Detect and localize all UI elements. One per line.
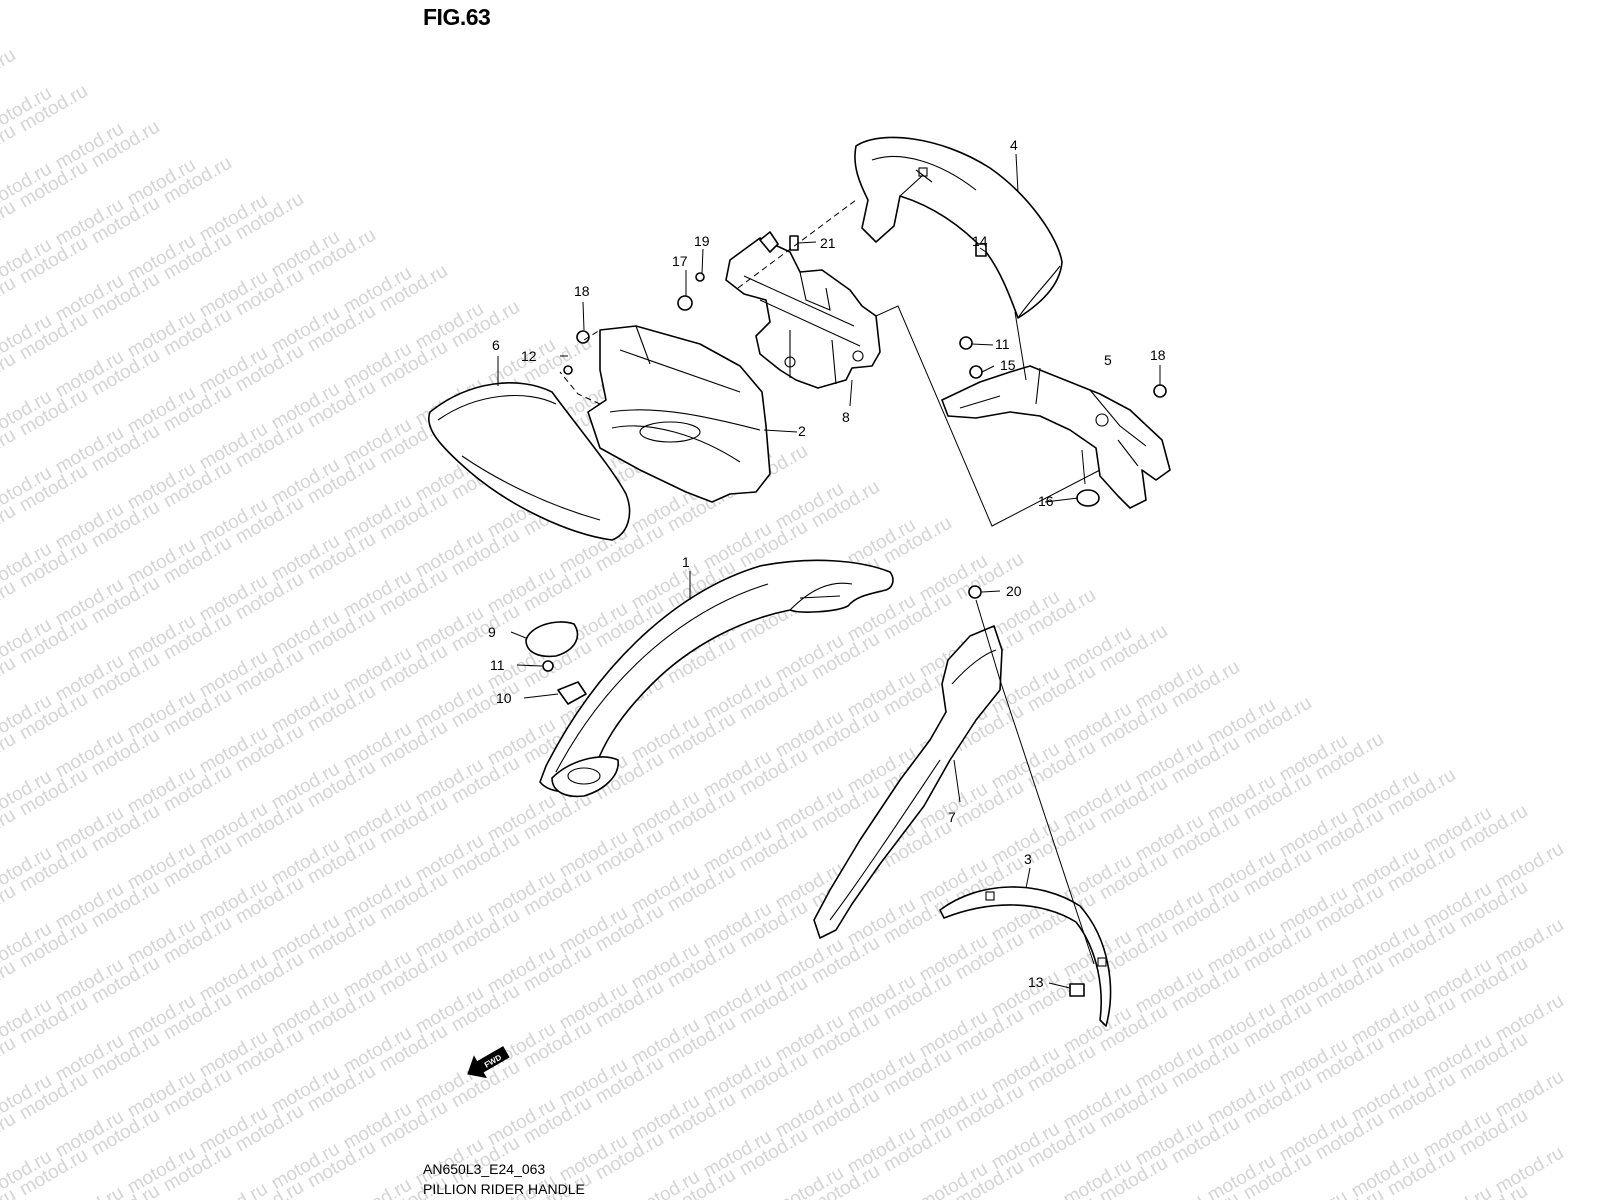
- part-15-grommet: [969, 365, 983, 379]
- callout-17: 17: [672, 253, 688, 269]
- callout-19: 19: [694, 233, 710, 249]
- part-18b-bolt: [1153, 384, 1167, 398]
- callout-14: 14: [972, 233, 988, 249]
- callout-16: 16: [1038, 493, 1054, 509]
- part-18-bolt: [576, 330, 590, 344]
- part-10-washer-plate: [557, 681, 587, 705]
- hardware-items: [525, 235, 1167, 997]
- part-2-seat-base: [587, 325, 771, 503]
- callout-21: 21: [820, 235, 836, 251]
- diagram-code: AN650L3_E24_063: [423, 1161, 546, 1177]
- part-5-side-bracket: [941, 365, 1171, 509]
- part-17-nut: [677, 295, 693, 311]
- part-20-bolt: [968, 585, 982, 599]
- part-16-cushion: [1076, 489, 1100, 507]
- diagram-caption: PILLION RIDER HANDLE: [423, 1181, 585, 1197]
- part-19-screw: [695, 272, 705, 282]
- part-6-seat-pad: [428, 382, 631, 541]
- part-21-bolt: [789, 235, 799, 251]
- callout-18-right: 18: [1150, 347, 1166, 363]
- part-3-inner-strip: [939, 886, 1112, 1027]
- callout-2: 2: [798, 423, 806, 439]
- part-8-bracket: [725, 231, 881, 389]
- callout-3: 3: [1024, 851, 1032, 867]
- callout-12: 12: [521, 348, 537, 364]
- callout-7: 7: [948, 809, 956, 825]
- callout-11-upper: 11: [995, 336, 1010, 352]
- callout-13: 13: [1028, 974, 1044, 990]
- callout-15: 15: [1000, 357, 1016, 373]
- callout-1: 1: [682, 554, 690, 570]
- part-12-screw: [563, 365, 573, 375]
- callout-18-left: 18: [574, 283, 590, 299]
- callout-5: 5: [1104, 352, 1112, 368]
- fwd-arrow: FWD: [467, 1046, 510, 1079]
- callout-6: 6: [492, 337, 500, 353]
- part-9-cap: [525, 621, 579, 658]
- leader-lines: [497, 153, 1161, 989]
- assembly-lines: [559, 199, 1101, 965]
- callout-20: 20: [1006, 583, 1022, 599]
- part-1-grab-handle: [539, 559, 894, 798]
- figure-title: FIG.63: [423, 4, 491, 30]
- part-13-clip: [1069, 983, 1085, 997]
- part-11-bolt: [542, 660, 554, 672]
- callout-9: 9: [488, 624, 496, 640]
- part-14-clip: [975, 243, 987, 257]
- callout-4: 4: [1010, 137, 1018, 153]
- part-11b-bolt: [959, 336, 973, 350]
- callout-labels: 1 2 3 4 5 6 7 8 9 10 11 11 12 13 14 15 1…: [488, 137, 1166, 990]
- part-7-side-cover: [813, 625, 1003, 939]
- callout-8: 8: [842, 409, 850, 425]
- part-4-rear-cover: [854, 136, 1063, 319]
- callout-11-lower: 11: [490, 657, 505, 673]
- callout-10: 10: [496, 690, 512, 706]
